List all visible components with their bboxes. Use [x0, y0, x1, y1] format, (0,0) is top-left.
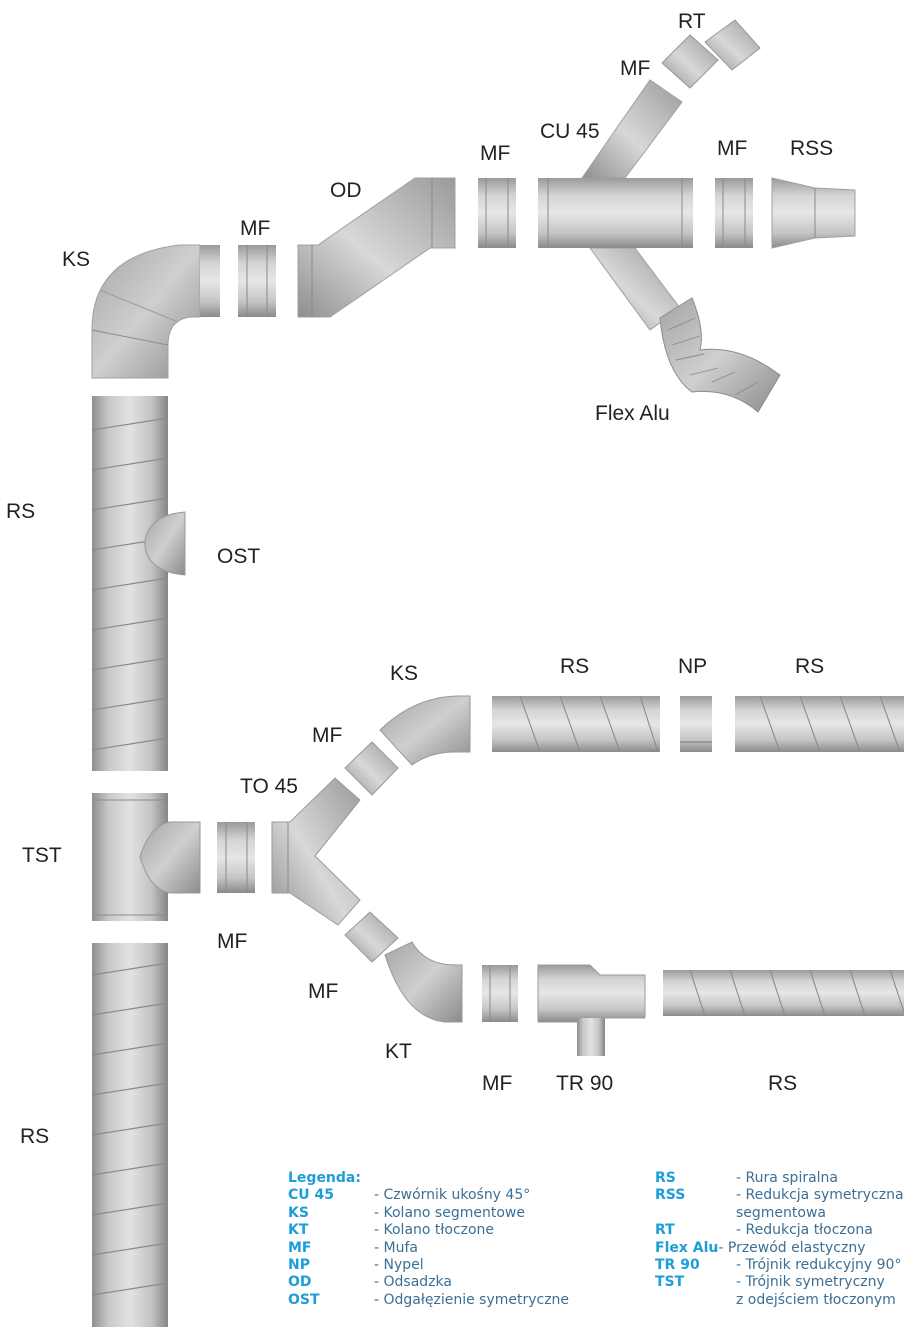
- legend-code: OST: [288, 1291, 320, 1308]
- flex-alu-hose: [659, 297, 781, 413]
- mf-coupling-top: [661, 34, 719, 89]
- label-to45: TO 45: [240, 775, 298, 798]
- legend-item: OD - Odsadzka: [288, 1274, 569, 1291]
- legend-desc: - Czwórnik ukośny 45°: [374, 1187, 531, 1204]
- legend-item: Flex Alu- Przewód elastyczny: [655, 1240, 904, 1257]
- legend-right-column: RS - Rura spiralna RSS - Redukcja symetryc…: [655, 1170, 904, 1309]
- legend-desc: - Redukcja symetryczna: [736, 1187, 904, 1204]
- legend-desc: - Redukcja tłoczona: [736, 1222, 873, 1239]
- label-mf-elbow: MF: [240, 217, 270, 240]
- legend-item-continuation: z odejściem tłoczonym: [655, 1292, 904, 1309]
- ks-elbow-top: [91, 244, 220, 379]
- mf-coupling-bottom: [482, 965, 518, 1022]
- tr90-tee: [537, 964, 646, 1056]
- legend-desc: - Trójnik redukcyjny 90°: [736, 1256, 902, 1273]
- legend-item: OST - Odgałęzienie symetryczne: [288, 1292, 569, 1309]
- legend-desc: - Przewód elastyczny: [718, 1239, 866, 1256]
- legend-code: OD: [288, 1274, 312, 1291]
- legend-item-continuation: segmentowa: [655, 1205, 904, 1222]
- rs-branch-pipe-a: [492, 695, 660, 753]
- legend-desc: - Rura spiralna: [736, 1170, 839, 1186]
- legend-code: NP: [288, 1256, 310, 1273]
- rss-reduction: [771, 177, 856, 249]
- legend-code: RS: [655, 1170, 676, 1186]
- label-mf-branch: MF: [312, 724, 342, 747]
- rs-branch-pipe-b: [735, 695, 904, 753]
- legend-code: TR 90: [655, 1256, 700, 1273]
- legend-item: CU 45 - Czwórnik ukośny 45°: [288, 1187, 569, 1204]
- legend-code: RSS: [655, 1187, 686, 1204]
- legend-code: Flex Alu: [655, 1239, 719, 1256]
- rs-lower-pipe: [91, 943, 169, 1327]
- mf-coupling-lower: [344, 911, 399, 963]
- legend-code: CU 45: [288, 1187, 334, 1204]
- rt-reduction: [704, 19, 761, 71]
- label-ks-branch: KS: [390, 662, 418, 685]
- label-rt: RT: [678, 10, 706, 33]
- label-kt: KT: [385, 1040, 412, 1063]
- mf-coupling-right: [715, 178, 753, 248]
- label-flex-alu: Flex Alu: [595, 402, 670, 425]
- legend-item: RSS - Redukcja symetryczna: [655, 1187, 904, 1204]
- legend-left-column: Legenda: CU 45 - Czwórnik ukośny 45° KS - …: [288, 1170, 569, 1309]
- legend-item: MF - Mufa: [288, 1240, 569, 1257]
- to45-tee: [271, 777, 361, 926]
- rs-bottom-right-pipe: [663, 969, 904, 1017]
- mf-coupling-center: [478, 178, 516, 248]
- legend-title: Legenda:: [288, 1170, 361, 1186]
- legend-item: RT - Redukcja tłoczona: [655, 1222, 904, 1239]
- legend-desc: - Kolano segmentowe: [374, 1204, 525, 1221]
- label-ost: OST: [217, 545, 260, 568]
- mf-coupling-tst: [217, 822, 255, 893]
- label-rs-upper: RS: [6, 500, 35, 523]
- legend-desc: z odejściem tłoczonym: [736, 1291, 896, 1308]
- ost-fitting: [144, 511, 186, 576]
- label-np: NP: [678, 655, 707, 678]
- legend-code: KS: [288, 1204, 309, 1221]
- label-rss: RSS: [790, 137, 833, 160]
- legend-desc: - Kolano tłoczone: [374, 1222, 495, 1239]
- cu45-cross: [538, 79, 693, 331]
- label-rs-bottom-right: RS: [768, 1072, 797, 1095]
- label-mf-lower: MF: [308, 980, 338, 1003]
- label-rs-branch-a: RS: [560, 655, 589, 678]
- label-cu45: CU 45: [540, 120, 600, 143]
- label-od: OD: [330, 179, 362, 202]
- legend-desc: - Mufa: [374, 1239, 418, 1256]
- legend-desc: - Nypel: [374, 1256, 424, 1273]
- label-mf-tst: MF: [217, 930, 247, 953]
- legend-code: KT: [288, 1222, 309, 1239]
- legend-desc: - Trójnik symetryczny: [736, 1274, 885, 1291]
- label-ks-top: KS: [62, 248, 90, 271]
- np-nipple: [680, 696, 712, 752]
- legend-code: MF: [288, 1239, 312, 1256]
- legend-desc: - Odgałęzienie symetryczne: [374, 1291, 570, 1308]
- legend-item: RS - Rura spiralna: [655, 1170, 904, 1187]
- rs-upper-pipe: [91, 396, 169, 771]
- mf-coupling-branch: [344, 741, 399, 796]
- legend-desc: - Odsadzka: [374, 1274, 452, 1291]
- label-tr90: TR 90: [556, 1072, 613, 1095]
- label-rs-branch-b: RS: [795, 655, 824, 678]
- kt-elbow: [384, 941, 463, 1023]
- legend-item: NP - Nypel: [288, 1257, 569, 1274]
- label-tst: TST: [22, 844, 62, 867]
- legend-item: TST - Trójnik symetryczny: [655, 1274, 904, 1291]
- label-mf-bottom: MF: [482, 1072, 512, 1095]
- label-mf-right: MF: [717, 137, 747, 160]
- legend-code: RT: [655, 1222, 675, 1239]
- ks-elbow-branch: [379, 695, 471, 766]
- label-rs-lower: RS: [20, 1125, 49, 1148]
- legend-item: KS - Kolano segmentowe: [288, 1205, 569, 1222]
- label-mf-top: MF: [620, 57, 650, 80]
- legend-item: TR 90 - Trójnik redukcyjny 90°: [655, 1257, 904, 1274]
- legend-code: TST: [655, 1274, 685, 1291]
- legend-item: KT - Kolano tłoczone: [288, 1222, 569, 1239]
- tst-tee: [92, 793, 201, 921]
- label-mf-center: MF: [480, 142, 510, 165]
- legend-desc: segmentowa: [736, 1204, 827, 1221]
- od-offset: [297, 177, 456, 318]
- mf-coupling-elbow: [238, 245, 276, 317]
